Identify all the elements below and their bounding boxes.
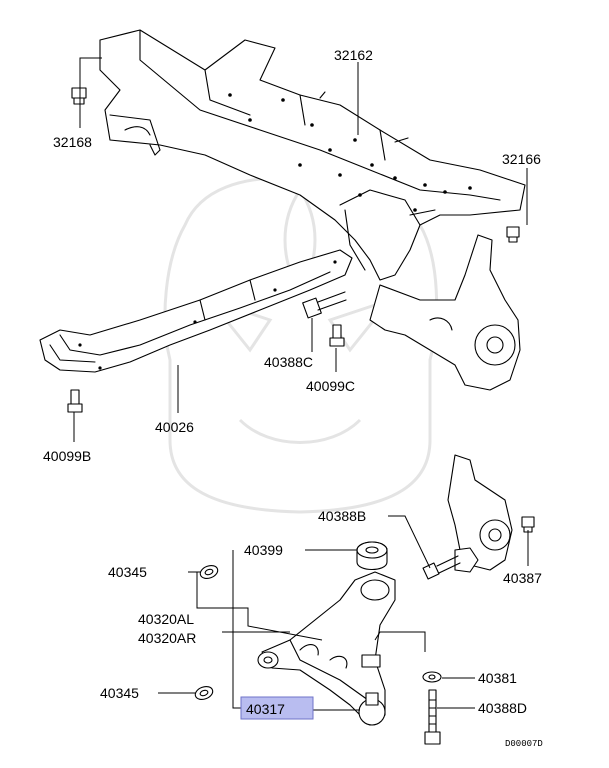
washer-40345-top	[199, 565, 219, 579]
label-40317-highlight	[240, 696, 314, 720]
nut-40381	[422, 671, 442, 683]
nut-40387	[521, 516, 535, 533]
label-40388d[interactable]: 40388D	[478, 700, 527, 716]
bolt-40099b	[67, 389, 83, 413]
steering-knuckle-upper	[369, 234, 521, 391]
washer-40345-bottom	[194, 686, 214, 700]
label-40399[interactable]: 40399	[244, 542, 283, 558]
label-40320al[interactable]: 40320AL	[138, 611, 194, 627]
label-40317[interactable]: 40317	[246, 701, 285, 717]
label-40388c[interactable]: 40388C	[264, 354, 313, 370]
bolt-40388c	[302, 291, 347, 319]
bolt-40099c	[329, 324, 345, 347]
label-40345-top[interactable]: 40345	[108, 564, 147, 580]
label-32168[interactable]: 32168	[53, 134, 92, 150]
bolt-40388d	[424, 689, 441, 745]
rear-member	[39, 249, 353, 373]
label-32162[interactable]: 32162	[334, 47, 373, 63]
front-crossmember	[99, 29, 526, 281]
label-40099c[interactable]: 40099C	[306, 378, 355, 394]
nut-32168	[71, 87, 87, 105]
nut-32166	[506, 226, 520, 243]
label-40320ar[interactable]: 40320AR	[138, 630, 196, 646]
label-40388b[interactable]: 40388B	[318, 508, 366, 524]
label-40381[interactable]: 40381	[478, 670, 517, 686]
bolt-40388b	[422, 555, 461, 580]
leader-lines	[73, 57, 529, 711]
label-40345-bottom[interactable]: 40345	[100, 685, 139, 701]
steering-knuckle-lower	[447, 454, 513, 573]
label-40387[interactable]: 40387	[503, 570, 542, 586]
ball-joint-40317	[358, 654, 386, 726]
label-40026[interactable]: 40026	[155, 419, 194, 435]
diagram-code: D00007D	[505, 739, 543, 749]
label-40099b[interactable]: 40099B	[43, 448, 91, 464]
label-32166[interactable]: 32166	[502, 151, 541, 167]
bushing-40399	[356, 541, 388, 571]
